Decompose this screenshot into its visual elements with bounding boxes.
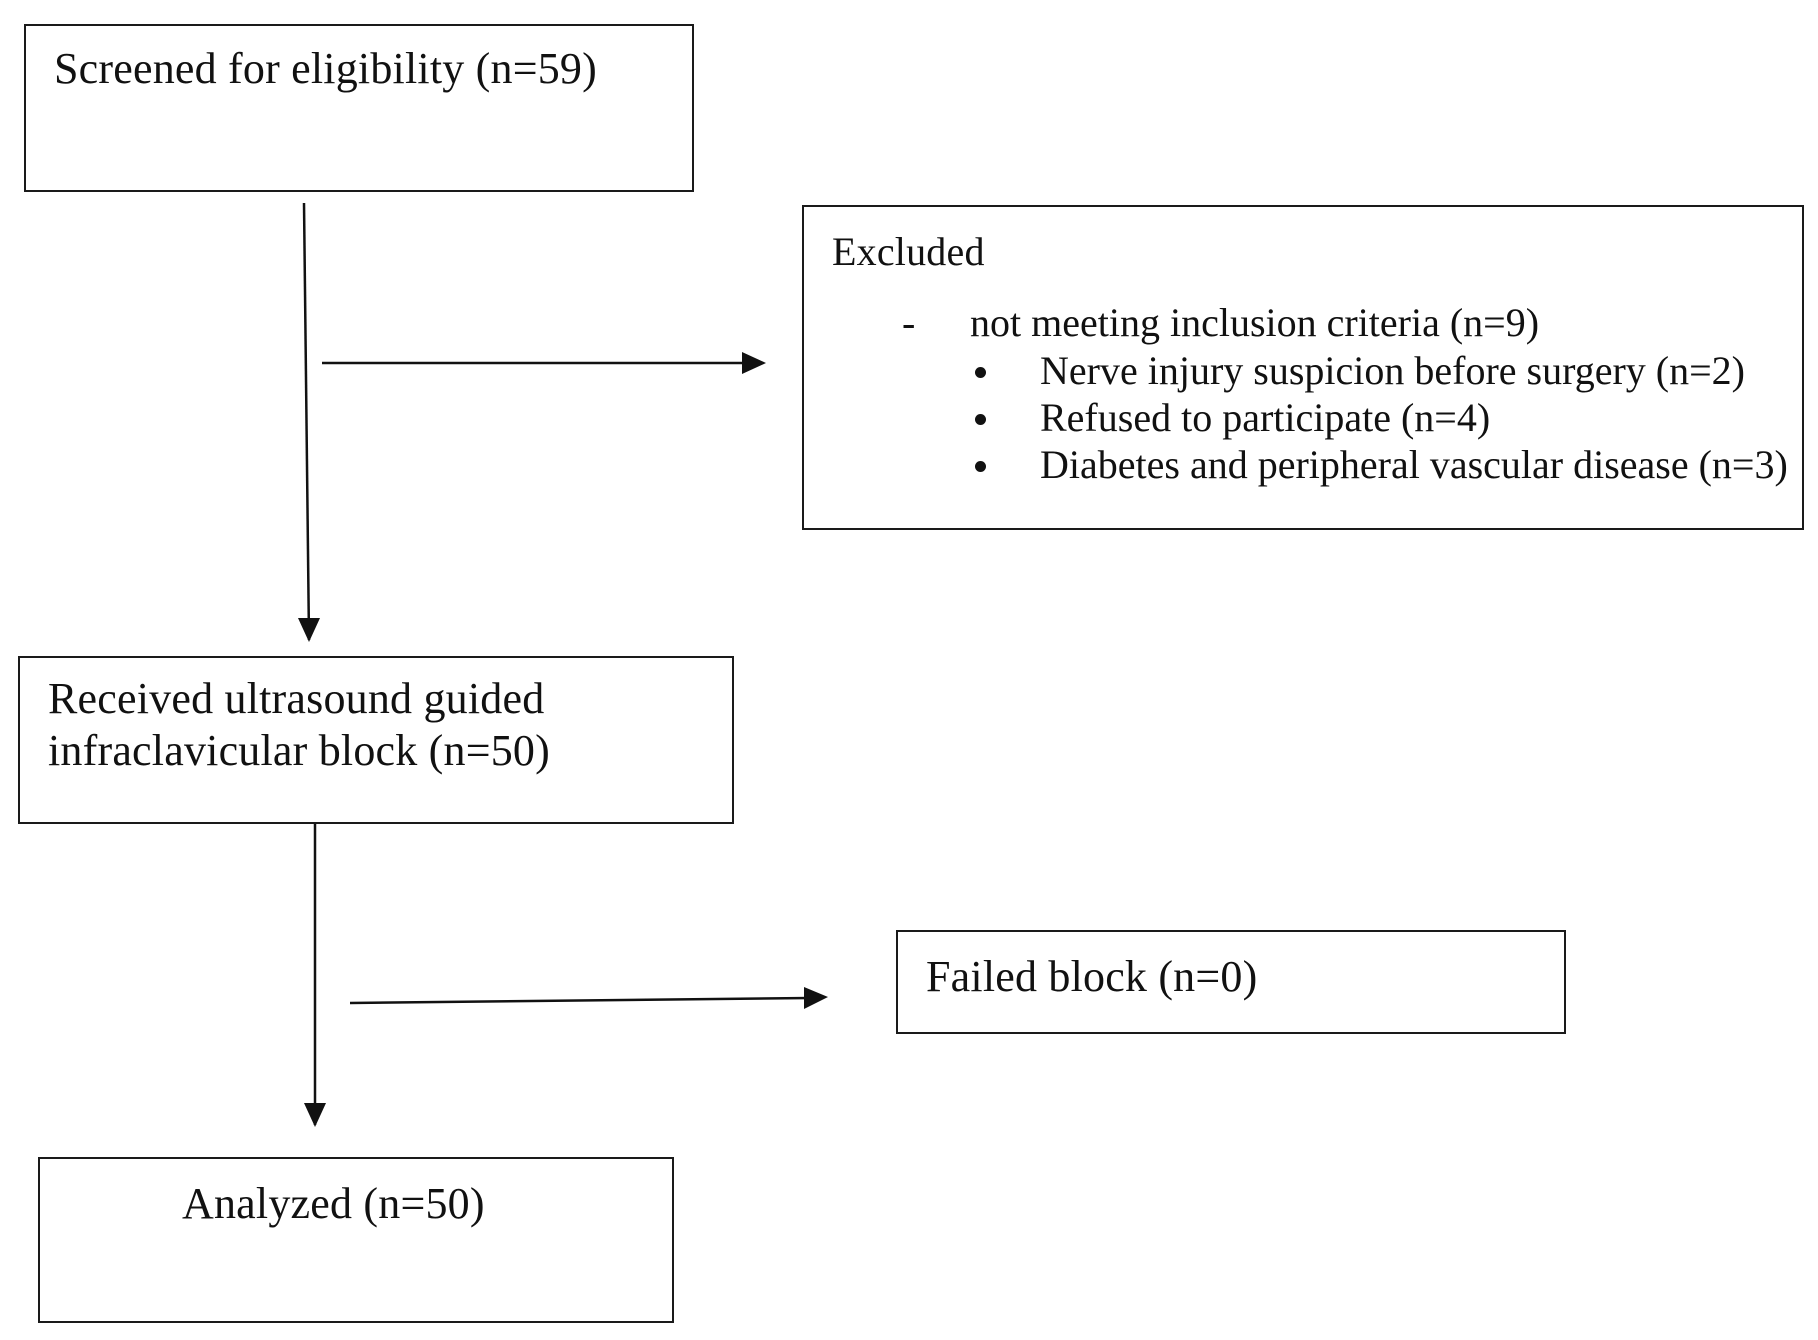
analyzed-box: Analyzed (n=50) [38,1157,674,1323]
excluded-sub-marker: - [902,300,916,345]
failed-box: Failed block (n=0) [896,930,1566,1034]
arrowhead-screened-to-received [298,618,320,642]
received-box: Received ultrasound guided infraclavicul… [18,656,734,824]
screened-label: Screened for eligibility (n=59) [54,44,597,93]
received-line-2: infraclavicular block (n=50) [48,726,550,775]
excluded-sub-heading: not meeting inclusion criteria (n=9) [970,300,1540,345]
bullet-icon [975,461,986,472]
bullet-icon [975,414,986,425]
screened-box: Screened for eligibility (n=59) [24,24,694,192]
bullet-icon [975,367,986,378]
excluded-reason: Diabetes and peripheral vascular disease… [1040,442,1788,487]
received-line-1: Received ultrasound guided [48,674,545,723]
analyzed-label: Analyzed (n=50) [182,1179,485,1228]
arrow-screened-to-received [302,202,311,641]
excluded-title: Excluded [832,229,985,274]
excluded-box: Excluded - not meeting inclusion criteri… [802,205,1804,530]
failed-label: Failed block (n=0) [926,952,1258,1001]
arrow-to-failed [349,996,811,1005]
excluded-reason: Nerve injury suspicion before surgery (n… [1040,348,1745,393]
excluded-reason: Refused to participate (n=4) [1040,395,1491,440]
arrowhead-to-excluded [742,352,766,374]
arrowhead-received-to-analyzed [304,1103,326,1127]
arrowhead-to-failed [804,987,828,1009]
